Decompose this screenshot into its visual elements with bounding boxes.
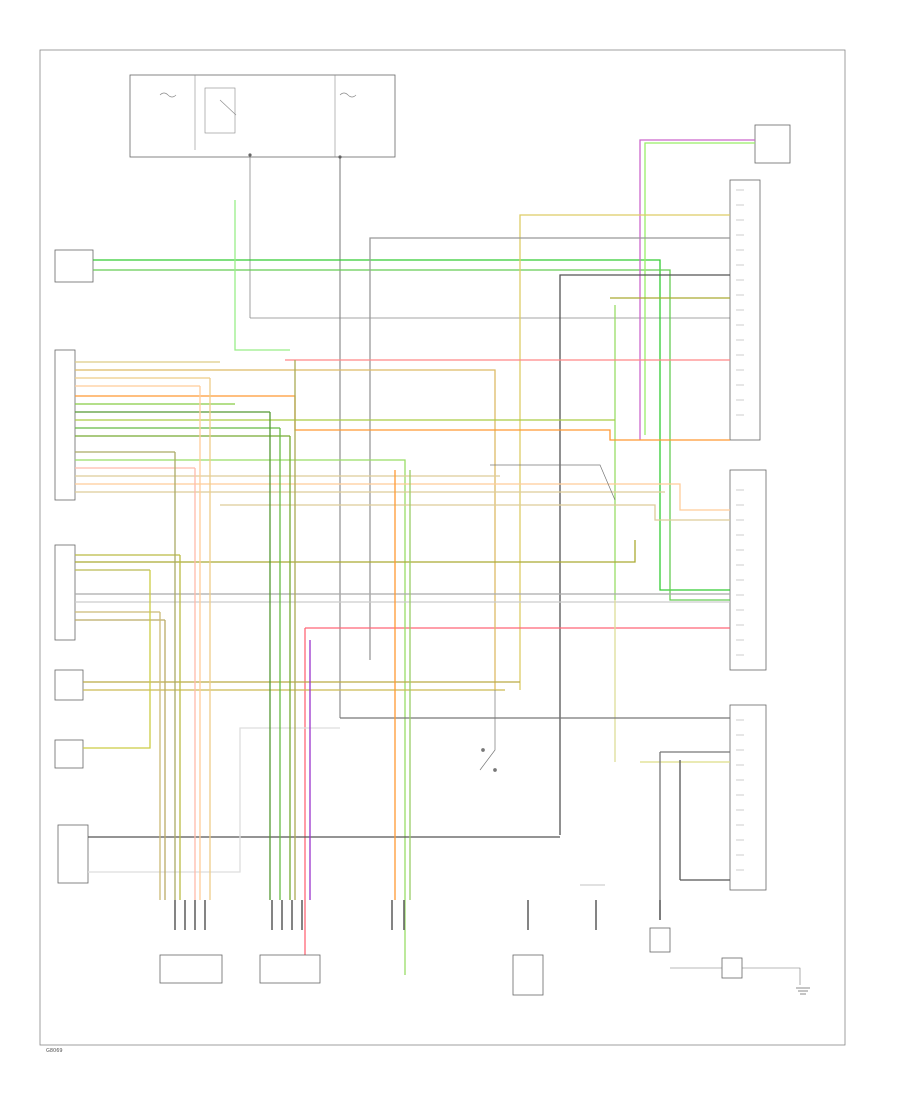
fuse-relay-box — [129, 74, 396, 159]
wire-green-top — [644, 142, 755, 435]
wire-module-row-5 — [75, 395, 730, 441]
connector-bottom-4 — [721, 957, 743, 979]
wire-lightgreen-switch — [234, 200, 290, 351]
wire-dark-1 — [559, 274, 730, 835]
wire-module-row-15 — [75, 483, 730, 511]
wire-module-row-17 — [220, 504, 730, 521]
right-connector-upper — [729, 179, 761, 441]
wire-violet-top — [639, 139, 755, 440]
connector-bottom-5 — [649, 927, 671, 953]
ac-switch-box — [54, 249, 94, 283]
wire-runs-horizontal — [75, 139, 755, 975]
footer-code: G8069 — [46, 1048, 63, 1054]
control-module-box — [54, 349, 76, 501]
wire-b-row-2 — [75, 540, 636, 563]
wire-tan-top — [519, 214, 730, 690]
right-connector-lower — [729, 704, 767, 891]
connector-pins — [736, 189, 744, 871]
connector-bottom-2 — [259, 954, 321, 984]
wire-green-2 — [93, 269, 730, 601]
small-sensor-box — [54, 669, 84, 701]
connector-bottom-3 — [512, 954, 544, 996]
module-connector-b — [54, 544, 76, 641]
fuse-symbol-left — [159, 92, 177, 98]
bottom-connectors — [159, 884, 810, 996]
wire-module-row-2 — [75, 369, 496, 690]
relay-symbol — [204, 87, 236, 134]
ground-symbol — [796, 987, 810, 995]
diagram-frame — [39, 49, 846, 1046]
wire-sensor-b — [83, 570, 151, 749]
wire-runs-vertical — [159, 360, 411, 900]
wire-gray-1 — [369, 237, 730, 660]
sensor-box-b — [54, 739, 84, 769]
connector-bottom-1 — [159, 954, 223, 984]
bottom-left-component — [57, 824, 89, 884]
inline-switch — [479, 464, 616, 772]
wire-module-row-12 — [75, 459, 406, 975]
right-connector-middle — [729, 469, 767, 671]
wire-component-2 — [88, 727, 340, 873]
fuse-symbol-right — [339, 92, 357, 98]
small-top-right-box — [754, 124, 791, 164]
wire-green-1 — [93, 259, 730, 591]
